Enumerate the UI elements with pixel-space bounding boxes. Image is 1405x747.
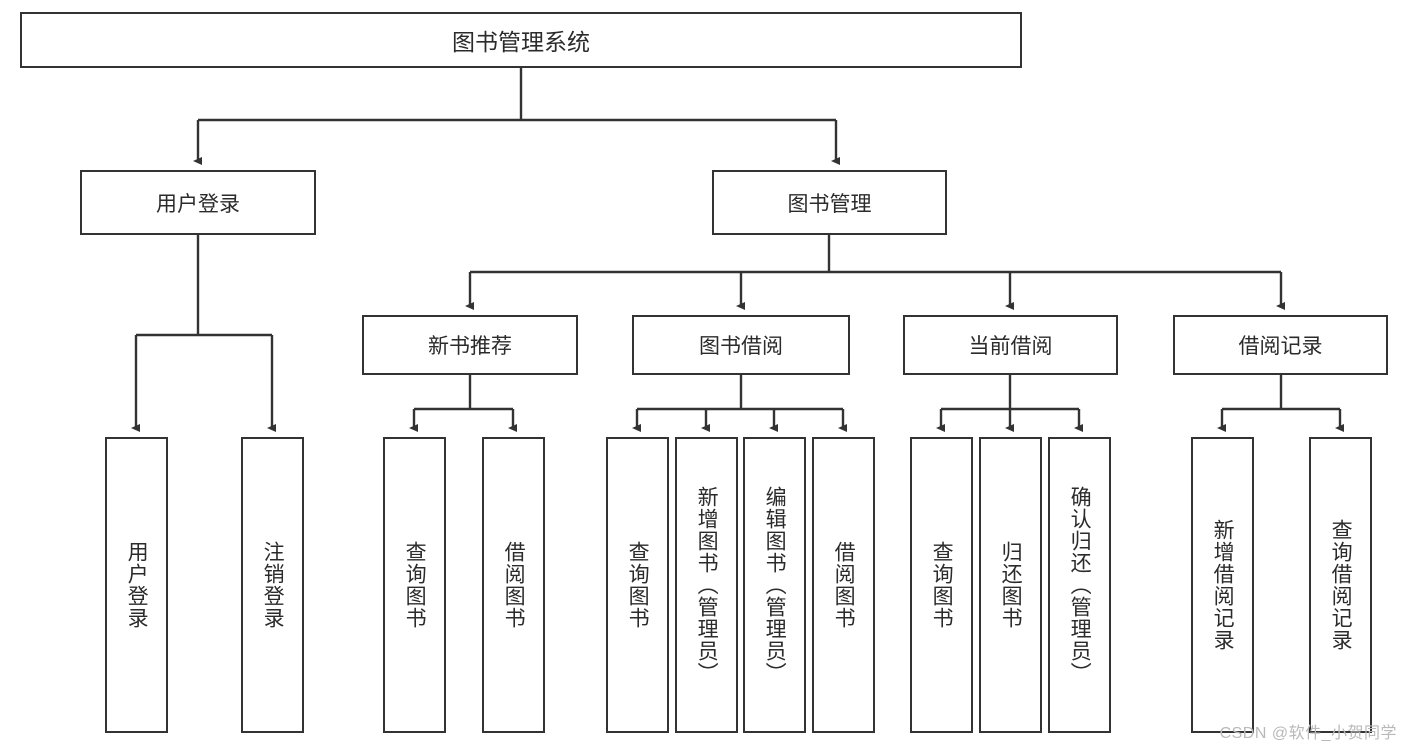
leaf-label: 确认归还（管理员） <box>1068 486 1092 684</box>
node-book-management[interactable]: 图书管理 <box>712 170 947 235</box>
leaf-label: 查询借阅记录 <box>1329 519 1353 651</box>
leaf-book-borrow-add-admin[interactable]: 新增图书（管理员） <box>675 437 738 733</box>
leaf-label: 新增图书（管理员） <box>695 486 719 684</box>
leaf-current-borrow-confirm-admin[interactable]: 确认归还（管理员） <box>1048 437 1111 733</box>
leaf-label: 查询图书 <box>403 541 427 629</box>
leaf-label: 查询图书 <box>930 541 954 629</box>
node-label: 借阅记录 <box>1238 335 1323 358</box>
leaf-book-borrow-borrow[interactable]: 借阅图书 <box>812 437 875 733</box>
node-borrow-record[interactable]: 借阅记录 <box>1173 315 1388 375</box>
leaf-label: 查询图书 <box>626 541 650 629</box>
leaf-label: 借阅图书 <box>502 541 526 629</box>
node-label: 图书借阅 <box>699 335 783 358</box>
node-user-login[interactable]: 用户登录 <box>80 170 316 235</box>
leaf-label: 新增借阅记录 <box>1211 519 1235 651</box>
leaf-label: 借阅图书 <box>832 541 856 629</box>
watermark-text: CSDN @软件_小贺同学 <box>1219 725 1397 742</box>
leaf-new-book-query[interactable]: 查询图书 <box>383 437 446 733</box>
leaf-current-borrow-query[interactable]: 查询图书 <box>910 437 973 733</box>
leaf-book-borrow-edit-admin[interactable]: 编辑图书（管理员） <box>743 437 806 733</box>
leaf-user-login-login[interactable]: 用户登录 <box>105 437 168 733</box>
node-book-borrow[interactable]: 图书借阅 <box>632 315 850 375</box>
leaf-current-borrow-return[interactable]: 归还图书 <box>979 437 1042 733</box>
leaf-label: 编辑图书（管理员） <box>763 486 787 684</box>
node-label: 新书推荐 <box>428 335 512 358</box>
node-label: 图书管理 <box>787 192 872 216</box>
leaf-label: 注销登录 <box>261 541 285 629</box>
leaf-new-book-borrow[interactable]: 借阅图书 <box>482 437 545 733</box>
leaf-borrow-record-query[interactable]: 查询借阅记录 <box>1309 437 1372 733</box>
node-label: 用户登录 <box>156 192 240 216</box>
node-new-book-recommend[interactable]: 新书推荐 <box>362 315 578 375</box>
node-root-book-management-system[interactable]: 图书管理系统 <box>20 12 1022 68</box>
node-label: 当前借阅 <box>968 335 1053 358</box>
leaf-label: 用户登录 <box>125 541 149 629</box>
leaf-user-login-logout[interactable]: 注销登录 <box>241 437 304 733</box>
node-label: 图书管理系统 <box>452 29 590 55</box>
leaf-label: 归还图书 <box>999 541 1023 629</box>
node-current-borrow[interactable]: 当前借阅 <box>903 315 1118 375</box>
leaf-book-borrow-query[interactable]: 查询图书 <box>606 437 669 733</box>
leaf-borrow-record-add[interactable]: 新增借阅记录 <box>1191 437 1254 733</box>
